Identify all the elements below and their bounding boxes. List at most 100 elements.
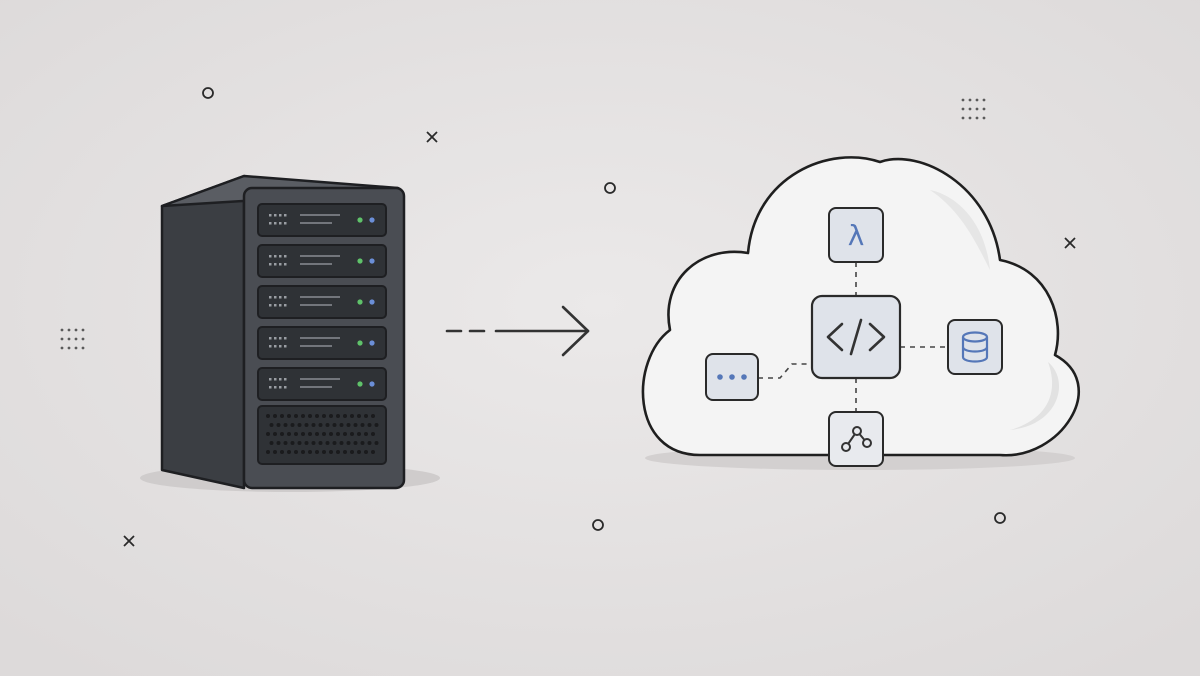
vent-hole [357, 432, 361, 436]
vent-hole [374, 441, 379, 445]
cloud-connectors [758, 262, 948, 412]
vent-hole [283, 423, 288, 427]
vent-hole [273, 432, 277, 436]
vent-hole [336, 414, 340, 418]
vent-hole [311, 423, 316, 427]
vent-hole [360, 423, 365, 427]
vent-hole [364, 432, 368, 436]
drive-bay [257, 285, 387, 319]
dot-grid-icon [961, 98, 986, 120]
drive-bay [257, 244, 387, 278]
vent-hole [346, 423, 351, 427]
status-led-blue [369, 340, 375, 346]
vent-hole [266, 414, 270, 418]
cloud-shade [930, 190, 990, 270]
vent-hole [287, 450, 291, 454]
status-led-green [357, 340, 363, 346]
vent-hole [273, 414, 277, 418]
more-node [705, 353, 759, 401]
vent-hole [297, 423, 302, 427]
vent-hole [301, 450, 305, 454]
vent-hole [325, 423, 330, 427]
vent-hole [329, 432, 333, 436]
status-led-green [357, 258, 363, 264]
vent-hole [343, 432, 347, 436]
server-drive-bays [257, 203, 387, 401]
vent-hole [350, 450, 354, 454]
vent-hole [308, 450, 312, 454]
server-side [160, 174, 246, 490]
vent-hole [315, 450, 319, 454]
vent-hole [371, 450, 375, 454]
vent-hole [367, 441, 372, 445]
vent-hole [357, 414, 361, 418]
ellipsis-icon [717, 374, 747, 380]
dot [74, 346, 78, 350]
circle-icon [592, 519, 604, 531]
dot [67, 346, 71, 350]
vent-hole [315, 414, 319, 418]
vent-hole [266, 432, 270, 436]
dot [982, 98, 986, 102]
vent-hole [329, 414, 333, 418]
vent-hole [322, 432, 326, 436]
vent-hole [346, 441, 351, 445]
circle-icon [994, 512, 1006, 524]
server-rack-icon [140, 174, 440, 492]
vent-hole [308, 432, 312, 436]
dot [60, 328, 64, 332]
drive-bay [257, 203, 387, 237]
dot [968, 107, 972, 111]
cross-icon [1064, 237, 1076, 249]
dot [67, 328, 71, 332]
vent-hole [276, 423, 281, 427]
lambda-icon: λ [848, 219, 865, 252]
dot [81, 328, 85, 332]
status-led-blue [369, 381, 375, 387]
vent-hole [283, 441, 288, 445]
dot [961, 107, 965, 111]
vent-hole [315, 432, 319, 436]
vent-hole [304, 423, 309, 427]
status-led-green [357, 381, 363, 387]
vent-hole [290, 441, 295, 445]
vent-hole [374, 423, 379, 427]
vent-hole [280, 450, 284, 454]
dot [968, 116, 972, 120]
vent-hole [357, 450, 361, 454]
vent-hole [343, 450, 347, 454]
database-icon [961, 331, 989, 363]
vent-hole [301, 432, 305, 436]
dot [968, 98, 972, 102]
status-led-blue [369, 299, 375, 305]
vent-hole [367, 423, 372, 427]
dot [81, 346, 85, 350]
status-led-blue [369, 258, 375, 264]
drive-bay [257, 326, 387, 360]
vent-hole [294, 450, 298, 454]
vent-hole [276, 441, 281, 445]
vent-hole [350, 432, 354, 436]
vent-hole [297, 441, 302, 445]
vent-hole [304, 441, 309, 445]
dot [81, 337, 85, 341]
vent-hole [329, 450, 333, 454]
cross-icon [123, 535, 135, 547]
status-led-green [357, 299, 363, 305]
vent-hole [318, 423, 323, 427]
vent-hole [343, 414, 347, 418]
vent-hole [360, 441, 365, 445]
dot [74, 328, 78, 332]
lambda-node: λ [828, 207, 884, 263]
status-led-green [357, 217, 363, 223]
dot-grid-icon [60, 328, 85, 350]
arrow-right-icon [445, 305, 590, 357]
network-nodes-icon [841, 426, 872, 452]
vent-hole [371, 432, 375, 436]
vent-hole [311, 441, 316, 445]
cloud-shade [1010, 362, 1060, 430]
vent-hole [336, 450, 340, 454]
vent-hole [332, 423, 337, 427]
code-brackets-icon [826, 318, 886, 356]
vent-hole [308, 414, 312, 418]
